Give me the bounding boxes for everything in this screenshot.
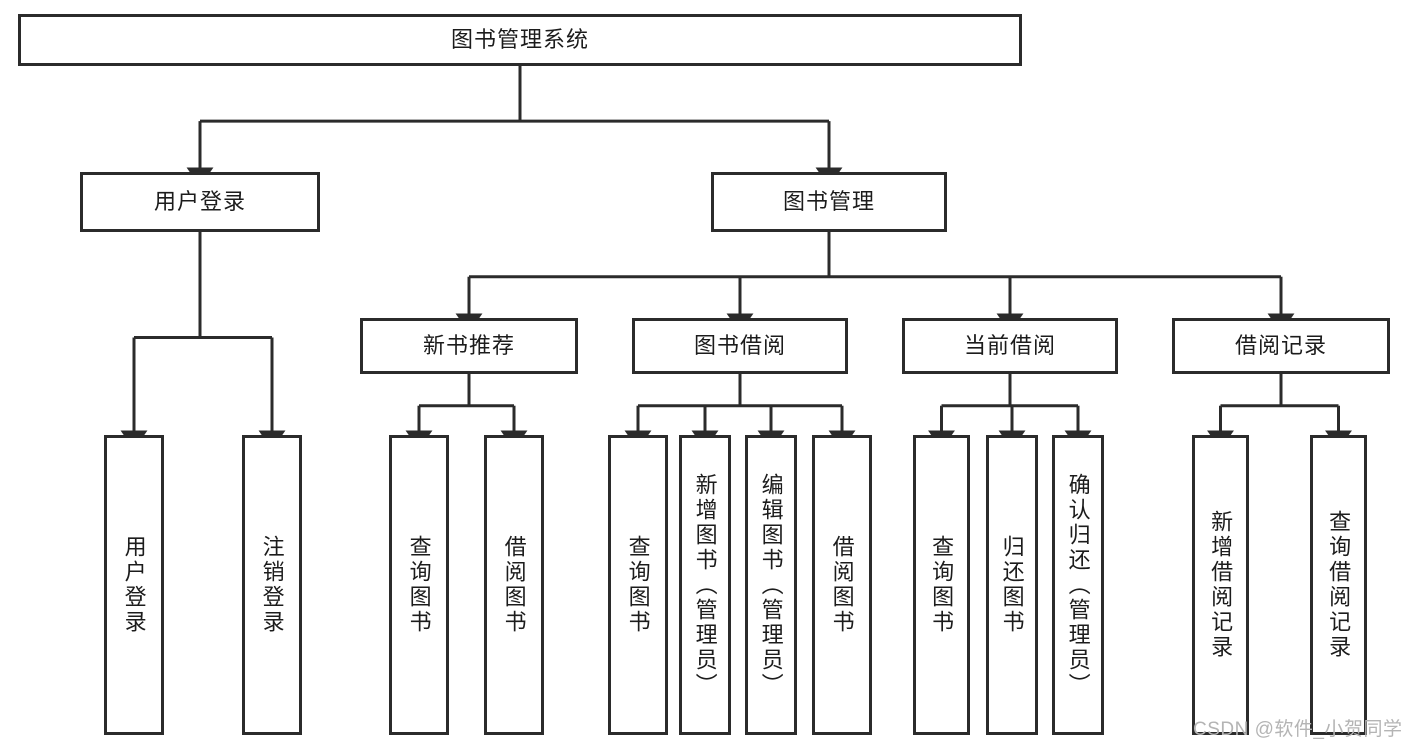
node-leaf-borrow-book-2-label: 借阅图书 — [829, 535, 855, 635]
node-leaf-add-record-label: 新增借阅记录 — [1208, 510, 1234, 660]
node-leaf-user-login[interactable]: 用户登录 — [104, 435, 164, 735]
node-book-borrow-label: 图书借阅 — [693, 332, 786, 358]
node-book-manage[interactable]: 图书管理 — [711, 172, 947, 232]
node-leaf-query-book-3[interactable]: 查询图书 — [913, 435, 970, 735]
node-leaf-query-book-3-label: 查询图书 — [929, 535, 955, 635]
node-leaf-borrow-book-1-label: 借阅图书 — [501, 535, 527, 635]
node-leaf-edit-book-label: 编辑图书（管理员） — [758, 472, 784, 698]
node-leaf-logout-label: 注销登录 — [259, 535, 285, 635]
node-leaf-query-book-2[interactable]: 查询图书 — [608, 435, 668, 735]
node-leaf-confirm-return[interactable]: 确认归还（管理员） — [1052, 435, 1104, 735]
node-user-login-label: 用户登录 — [153, 188, 246, 214]
node-leaf-return-book[interactable]: 归还图书 — [986, 435, 1038, 735]
node-leaf-query-book-1-label: 查询图书 — [406, 535, 432, 635]
node-leaf-add-record[interactable]: 新增借阅记录 — [1192, 435, 1249, 735]
node-book-borrow[interactable]: 图书借阅 — [632, 318, 848, 374]
node-leaf-borrow-book-2[interactable]: 借阅图书 — [812, 435, 872, 735]
node-leaf-add-book[interactable]: 新增图书（管理员） — [679, 435, 731, 735]
node-leaf-user-login-label: 用户登录 — [121, 535, 147, 635]
node-leaf-confirm-return-label: 确认归还（管理员） — [1065, 472, 1091, 698]
node-leaf-query-book-2-label: 查询图书 — [625, 535, 651, 635]
node-new-book-recommend-label: 新书推荐 — [422, 332, 515, 358]
node-root-label: 图书管理系统 — [450, 26, 589, 52]
node-leaf-borrow-book-1[interactable]: 借阅图书 — [484, 435, 544, 735]
node-leaf-logout[interactable]: 注销登录 — [242, 435, 302, 735]
node-leaf-edit-book[interactable]: 编辑图书（管理员） — [745, 435, 797, 735]
node-leaf-query-record-label: 查询借阅记录 — [1326, 510, 1352, 660]
node-current-borrow-label: 当前借阅 — [963, 332, 1056, 358]
node-book-manage-label: 图书管理 — [782, 188, 875, 214]
node-leaf-query-book-1[interactable]: 查询图书 — [389, 435, 449, 735]
node-borrow-record[interactable]: 借阅记录 — [1172, 318, 1390, 374]
node-root[interactable]: 图书管理系统 — [18, 14, 1022, 66]
node-leaf-add-book-label: 新增图书（管理员） — [692, 472, 718, 698]
node-user-login[interactable]: 用户登录 — [80, 172, 320, 232]
node-leaf-query-record[interactable]: 查询借阅记录 — [1310, 435, 1367, 735]
node-new-book-recommend[interactable]: 新书推荐 — [360, 318, 578, 374]
node-borrow-record-label: 借阅记录 — [1234, 332, 1327, 358]
node-current-borrow[interactable]: 当前借阅 — [902, 318, 1118, 374]
csdn-watermark: CSDN @软件_小贺同学 — [1193, 719, 1403, 740]
node-leaf-return-book-label: 归还图书 — [999, 535, 1025, 635]
